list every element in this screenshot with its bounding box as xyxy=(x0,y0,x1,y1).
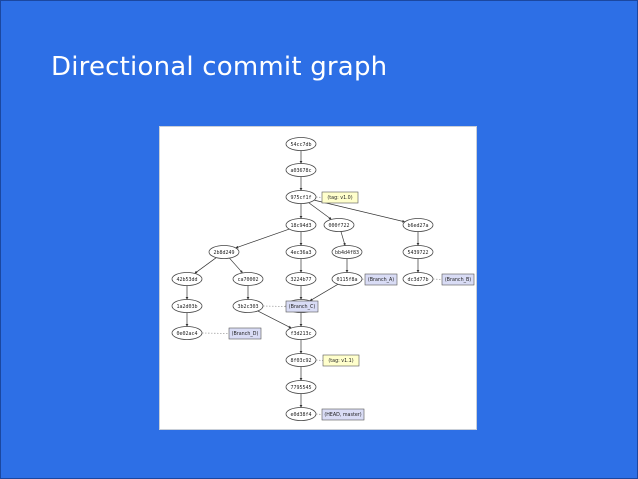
commit-node-54cc7db: 54cc7db xyxy=(285,137,317,151)
commit-node-7795545: 7795545 xyxy=(285,380,317,394)
commit-hash: 3224b77 xyxy=(290,277,311,283)
ref-label-tag-v1-0: (tag: v1.0) xyxy=(321,191,359,204)
commit-node-975cf1f: 975cf1f xyxy=(285,190,317,204)
ref-connector xyxy=(315,196,323,198)
commit-node-3224b77: 3224b77 xyxy=(285,272,317,286)
commit-graph: 5439722 7795545 54cc7db a03678c 975cf1f 18c94… xyxy=(171,137,475,421)
commit-node-f3d213c: f3d213c xyxy=(285,326,317,340)
commit-hash: 5439722 xyxy=(407,250,428,256)
ref-connector xyxy=(262,305,287,307)
ref-label-head-master: (HEAD, master) xyxy=(321,408,365,421)
commit-edge xyxy=(308,202,332,220)
commit-node-dc3d77b: dc3d77b xyxy=(402,272,434,286)
ref-label-text: (HEAD, master) xyxy=(324,412,361,418)
commit-edge xyxy=(340,231,346,246)
commit-hash: 7795545 xyxy=(290,385,311,391)
ref-label-text: (tag: v1.0) xyxy=(327,195,352,201)
ref-connector xyxy=(432,278,443,280)
ref-label-text: (tag: v1.1) xyxy=(328,358,353,364)
commit-hash: 0e02ac4 xyxy=(176,331,197,337)
ref-label-text: (Branch_D) xyxy=(232,331,259,337)
commit-node-4ec36a3: 4ec36a3 xyxy=(285,245,317,259)
commit-node-0e02ac4: 0e02ac4 xyxy=(171,326,203,340)
commit-node-2b8d249: 2b8d249 xyxy=(208,245,240,259)
commit-hash: 54cc7db xyxy=(290,142,311,148)
commit-node-42b53dd: 42b53dd xyxy=(171,272,203,286)
commit-graph-figure: 5439722 7795545 54cc7db a03678c 975cf1f 18c94… xyxy=(159,126,477,430)
commit-hash: 8f03c92 xyxy=(290,358,311,364)
commit-node-5439722: 5439722 xyxy=(402,245,434,259)
commit-node-bb4d4f83: bb4d4f83 xyxy=(331,245,363,259)
commit-node-18c94d3: 18c94d3 xyxy=(285,218,317,232)
commit-hash: bb4d4f83 xyxy=(335,250,359,256)
commit-node-000f722: 000f722 xyxy=(323,218,355,232)
commit-hash: 4ec36a3 xyxy=(290,250,311,256)
commit-hash: 1a2d03b xyxy=(176,304,197,310)
commit-hash: 3b2c303 xyxy=(237,304,258,310)
ref-label-text: (Branch_A) xyxy=(368,277,394,283)
commit-edge xyxy=(194,257,217,274)
commit-hash: e0d38f4 xyxy=(290,412,311,418)
commit-hash: f3d213c xyxy=(290,331,311,337)
commit-hash: 000f722 xyxy=(328,223,349,229)
commit-node-e0d38f4: e0d38f4 xyxy=(285,407,317,421)
commit-hash: 2b8d249 xyxy=(213,250,234,256)
commit-node-8f03c92: 8f03c92 xyxy=(285,353,317,367)
commit-node-1a2d03b: 1a2d03b xyxy=(171,299,203,313)
commit-hash: 975cf1f xyxy=(290,195,311,201)
commit-hash: b6ed27a xyxy=(407,223,428,229)
ref-connector xyxy=(361,278,366,280)
commit-edge xyxy=(309,283,339,302)
commit-hash: a03678c xyxy=(290,168,311,174)
commit-node-a03678c: a03678c xyxy=(285,163,317,177)
commit-edge xyxy=(229,257,243,274)
commit-hash: 42b53dd xyxy=(176,277,197,283)
slide-title: Directional commit graph xyxy=(51,52,388,82)
commit-hash: dc3d77b xyxy=(407,277,428,283)
commit-edge xyxy=(314,199,406,223)
commit-edge xyxy=(235,228,290,249)
ref-label-branch-d: (Branch_D) xyxy=(228,327,262,340)
commit-hash: 0115f8a xyxy=(336,277,357,283)
commit-node-b6ed27a: b6ed27a xyxy=(402,218,434,232)
ref-connector xyxy=(201,332,230,334)
ref-connector xyxy=(315,359,324,361)
ref-label-branch-a: (Branch_A) xyxy=(364,273,398,286)
commit-node-0115f8a: 0115f8a xyxy=(331,272,363,286)
commit-node-3b2c303: 3b2c303 xyxy=(232,299,264,313)
commit-node-ca70002: ca70002 xyxy=(232,272,264,286)
commit-hash: ca70002 xyxy=(237,277,258,283)
commit-edge xyxy=(257,310,292,329)
commit-hash: 18c94d3 xyxy=(290,223,311,229)
ref-connector xyxy=(315,413,323,415)
ref-label-branch-b: (Branch_B) xyxy=(441,273,475,286)
ref-label-branch-c: (Branch_C) xyxy=(285,300,319,313)
ref-label-text: (Branch_C) xyxy=(289,304,316,310)
ref-label-tag-v1-1: (tag: v1.1) xyxy=(322,354,360,367)
ref-label-text: (Branch_B) xyxy=(445,277,471,283)
